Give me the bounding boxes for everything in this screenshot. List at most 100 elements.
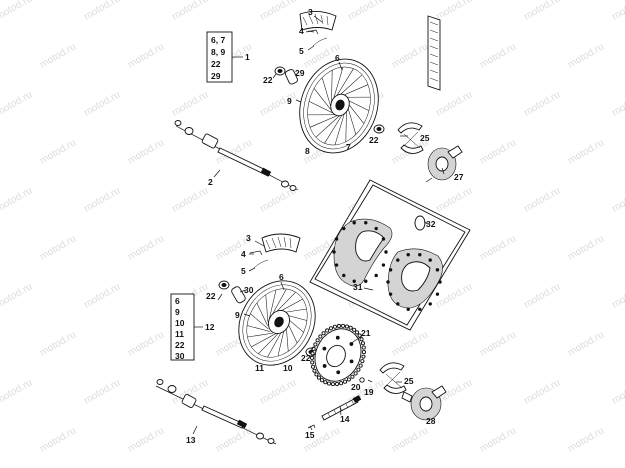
sprocket-tooth xyxy=(352,327,357,332)
brake-plate-rear xyxy=(401,385,447,421)
gasket-bolt-hole xyxy=(418,307,422,311)
gasket-bolt-hole xyxy=(374,226,378,231)
sprocket-bolt-hole xyxy=(336,370,341,375)
callout-7: 7 xyxy=(346,142,351,152)
gasket-bolt-hole xyxy=(342,226,346,231)
sprocket-tooth xyxy=(356,367,361,372)
sprocket-tooth xyxy=(341,323,346,328)
watermark-text: motod.ru xyxy=(610,281,625,310)
gasket-bolt-hole xyxy=(352,221,356,225)
watermark-text: motod.ru xyxy=(434,89,474,118)
watermark-text: motod.ru xyxy=(522,89,562,118)
callout-5-front: 5 xyxy=(299,46,304,56)
callout-6-rear: 6 xyxy=(279,272,284,282)
spoke xyxy=(346,101,365,124)
watermark-text: motod.ru xyxy=(258,0,298,23)
gasket-bolt-hole xyxy=(352,279,356,283)
watermark-text: motod.ru xyxy=(566,425,606,454)
spacer-29 xyxy=(284,69,298,85)
spoke xyxy=(250,313,269,330)
spoke xyxy=(321,77,332,107)
sprocket-tooth xyxy=(319,378,324,383)
sprocket-tooth xyxy=(318,334,323,339)
watermark-text: motod.ru xyxy=(38,329,78,358)
sprocket-tooth xyxy=(310,355,315,360)
gasket-bolt-hole xyxy=(396,302,400,306)
callout-20: 20 xyxy=(351,382,361,392)
callout-9-front: 9 xyxy=(287,96,292,106)
link-15 xyxy=(307,424,316,429)
spoke xyxy=(335,68,354,99)
spoke xyxy=(271,288,287,316)
watermark-text: motod.ru xyxy=(522,281,562,310)
sprocket-tooth xyxy=(336,323,342,329)
watermark-text: motod.ru xyxy=(478,41,518,70)
sprocket-tooth xyxy=(334,381,340,387)
callout-12: 12 xyxy=(205,322,215,332)
spoke xyxy=(308,101,333,114)
watermark-text: motod.ru xyxy=(390,329,430,358)
gasket-bolt-hole xyxy=(364,221,368,225)
gasket-bolt-hole xyxy=(406,307,410,311)
watermark-text: motod.ru xyxy=(0,89,34,118)
front-wheel-assembly: 6, 7 8, 9 22 29 xyxy=(174,11,463,191)
callout-1: 1 xyxy=(245,52,250,62)
callout-10: 10 xyxy=(283,363,293,373)
sprocket-tooth xyxy=(359,337,364,342)
watermark-text: motod.ru xyxy=(0,281,34,310)
spoke xyxy=(345,108,347,142)
sprocket-tooth xyxy=(339,381,344,386)
sprocket-tooth xyxy=(355,330,360,335)
watermark-text: motod.ru xyxy=(214,425,254,454)
gasket-bolt-hole xyxy=(418,253,422,257)
watermark-text: motod.ru xyxy=(522,185,562,214)
sprocket-tooth xyxy=(360,341,366,346)
callout-21: 21 xyxy=(361,328,371,338)
gasket-bolt-hole xyxy=(406,253,410,257)
sprocket-tooth xyxy=(326,381,332,386)
sprocket-tooth xyxy=(310,364,316,369)
callout-labels: 3 4 5 6 22 29 9 8 7 22 25 27 2 1 32 31 3… xyxy=(186,7,464,445)
bearing-22-front-left xyxy=(274,66,286,76)
callout-8: 8 xyxy=(305,146,310,156)
group-front-item-4: 29 xyxy=(211,71,221,81)
callout-15: 15 xyxy=(305,430,315,440)
sprocket-bolt-hole xyxy=(349,359,354,364)
callout-27: 27 xyxy=(454,172,464,182)
leader-lines xyxy=(192,15,445,435)
sprocket-tooth xyxy=(328,326,333,331)
watermark-text: motod.ru xyxy=(390,41,430,70)
callout-3-rear: 3 xyxy=(246,233,251,243)
tyre-top-rear xyxy=(261,233,301,253)
sprocket-tooth xyxy=(348,325,353,330)
callout-22-rear-left: 22 xyxy=(206,291,216,301)
callout-19: 19 xyxy=(364,387,374,397)
sprocket-tooth xyxy=(310,360,315,365)
rear-wheel xyxy=(238,280,316,366)
sprocket-tooth xyxy=(310,351,315,356)
watermark-text: motod.ru xyxy=(610,377,625,406)
gasket-plate-assembly xyxy=(309,179,471,331)
watermark-text: motod.ru xyxy=(0,185,34,214)
watermark-text: motod.ru xyxy=(434,0,474,23)
watermark-text: motod.ru xyxy=(258,377,298,406)
tyre-top-front xyxy=(299,11,337,31)
rim-tape-front xyxy=(312,37,328,47)
watermark-text: motod.ru xyxy=(38,137,78,166)
watermark-text: motod.ru xyxy=(434,185,474,214)
gasket-bolt-hole xyxy=(388,292,393,296)
spoke xyxy=(258,332,280,354)
watermark-text: motod.ru xyxy=(566,41,606,70)
gasket-bolt-hole xyxy=(381,263,386,267)
spoke xyxy=(247,332,273,338)
sprocket-tooth xyxy=(358,363,363,368)
watermark-text: motod.ru xyxy=(522,0,562,23)
rim-tape-rear xyxy=(253,259,269,269)
spacer-30 xyxy=(231,286,246,304)
callout-9-rear: 9 xyxy=(235,310,240,320)
front-group-box: 6, 7 8, 9 22 29 xyxy=(206,31,243,83)
group-front-item-3: 22 xyxy=(211,59,221,69)
spoke xyxy=(247,325,271,332)
brake-plate-front xyxy=(425,145,463,183)
callout-22-front-right: 22 xyxy=(369,135,379,145)
